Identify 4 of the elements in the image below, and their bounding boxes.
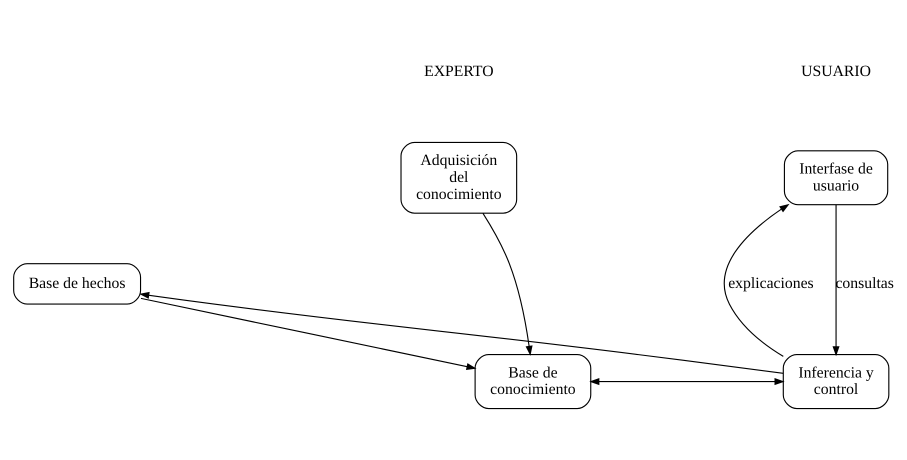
edge-label: explicaciones bbox=[728, 275, 814, 292]
edge-label: consultas bbox=[835, 275, 894, 292]
label: USUARIO bbox=[801, 62, 871, 80]
label: EXPERTO bbox=[424, 62, 494, 80]
